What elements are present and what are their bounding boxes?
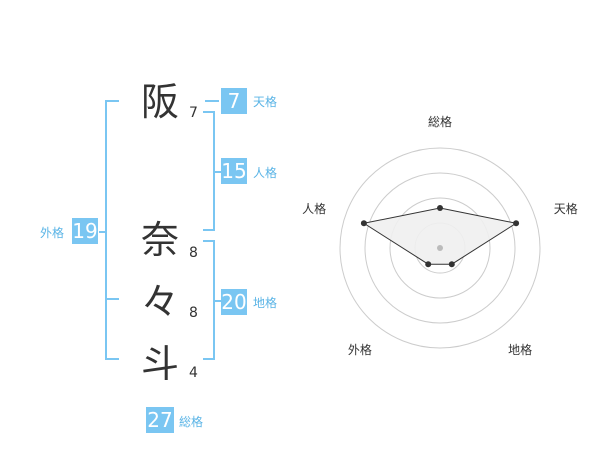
radar-area xyxy=(362,207,518,265)
stroke-count-2: 8 xyxy=(189,245,198,261)
jinkaku-value: 15 xyxy=(221,158,247,184)
soukaku-label: 総格 xyxy=(179,415,204,429)
tenkaku-value: 7 xyxy=(221,88,247,114)
gaikaku-value: 19 xyxy=(72,218,98,244)
radar-point-5 xyxy=(360,220,367,227)
radar-ring-2 xyxy=(389,197,491,299)
gaikaku-bracket-mid-tick xyxy=(105,298,119,300)
name-char-4: 斗 xyxy=(140,342,179,386)
name-char-3: 々 xyxy=(140,280,179,324)
stroke-count-3: 8 xyxy=(189,305,198,321)
radar-point-3 xyxy=(448,261,455,268)
chikaku-value: 20 xyxy=(221,289,247,315)
radar-axis-label: 地格 xyxy=(508,342,532,357)
radar-point-1 xyxy=(437,205,443,211)
gaikaku-connector xyxy=(99,231,107,233)
radar-point-4 xyxy=(425,261,432,268)
tenkaku-label: 天格 xyxy=(253,95,278,109)
jinkaku-label: 人格 xyxy=(253,166,278,180)
gaikaku-label: 外格 xyxy=(40,226,65,240)
radar-axis-label: 総格 xyxy=(428,114,452,129)
radar-axis-label: 人格 xyxy=(302,201,326,216)
chikaku-label: 地格 xyxy=(253,296,278,310)
tenkaku-bracket xyxy=(205,100,219,102)
radar-ring-4 xyxy=(339,147,541,349)
radar-axis-label: 天格 xyxy=(554,201,578,216)
radar-axis-label: 外格 xyxy=(348,342,372,357)
stroke-count-4: 4 xyxy=(189,365,198,381)
jinkaku-connector xyxy=(213,171,221,173)
soukaku-value: 27 xyxy=(146,407,174,433)
stroke-count-1: 7 xyxy=(189,105,198,121)
radar-center-point xyxy=(437,245,443,251)
name-char-2: 奈 xyxy=(140,218,179,262)
radar-point-2 xyxy=(513,220,520,227)
gaikaku-bracket xyxy=(105,100,119,360)
name-char-1: 阪 xyxy=(140,80,179,124)
radar-ring-3 xyxy=(364,172,516,324)
chikaku-connector xyxy=(213,300,221,302)
